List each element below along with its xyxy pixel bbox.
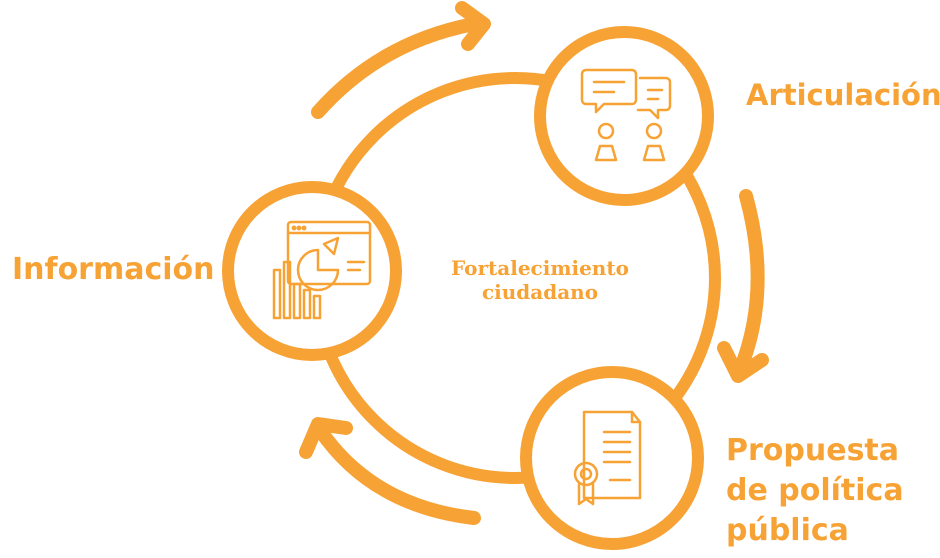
node-informacion-circle — [222, 181, 402, 361]
arrow-right-head — [717, 341, 769, 383]
node-propuesta-circle — [520, 366, 704, 550]
center-title-line2: ciudadano — [481, 280, 599, 304]
dashboard-chart-icon — [272, 220, 372, 320]
document-seal-icon — [573, 410, 642, 506]
node-label-articulacion: Articulación — [746, 78, 940, 112]
conversation-people-icon — [580, 68, 672, 162]
arrow-top-head — [455, 1, 491, 51]
node-articulacion-circle — [534, 26, 714, 206]
node-label-propuesta-line3: pública — [726, 513, 849, 548]
center-title-line1: Fortalecimiento — [451, 256, 629, 280]
arrow-bottom-left-head — [299, 417, 353, 459]
node-label-informacion: Información — [12, 252, 215, 287]
arrow-right — [733, 189, 765, 377]
arrow-top — [311, 17, 481, 119]
node-label-propuesta-line2: de política — [726, 473, 904, 508]
arrow-bottom-left — [313, 423, 481, 525]
node-label-propuesta-line1: Propuesta — [726, 433, 900, 468]
